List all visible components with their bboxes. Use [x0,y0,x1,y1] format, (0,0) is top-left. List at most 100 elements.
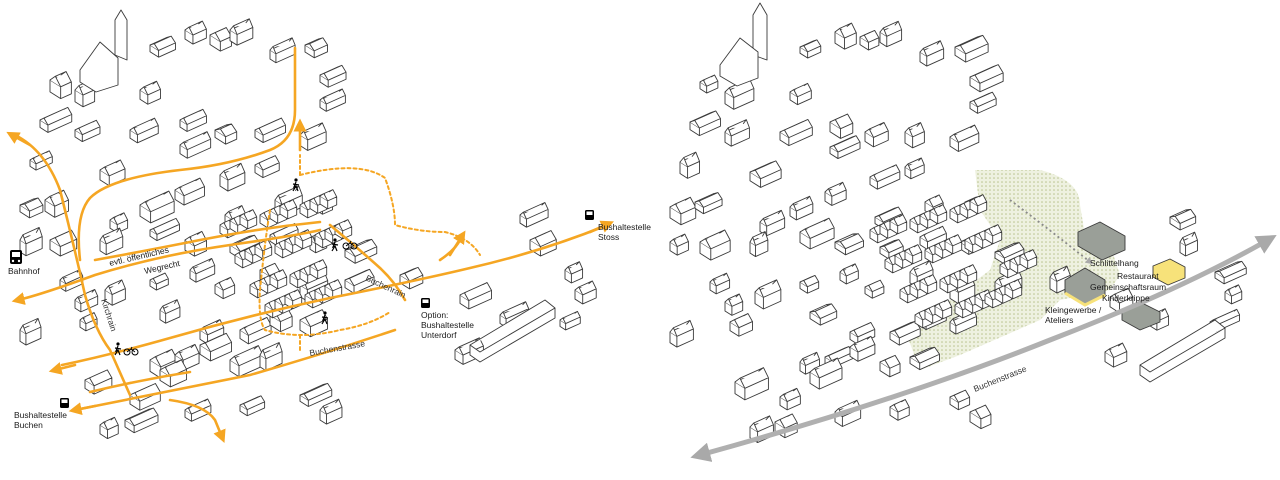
building [864,124,889,148]
building-roof [519,202,549,220]
label-gemeinschaftsraum: Gemeinschaftsraum [1090,282,1166,292]
bus-icon [585,210,594,220]
building-roof [919,40,945,57]
building-roof [139,190,175,212]
label-buchen-1: Bushaltestelle [14,410,67,420]
building-roof [859,29,880,43]
right-buildings [669,20,1247,444]
routes [6,46,614,444]
building-roof [139,80,161,96]
building-roof [879,20,903,37]
building-roof [269,269,288,282]
building-roof [279,199,298,212]
building [789,199,814,221]
building-roof [789,82,812,97]
building-roof [74,119,101,135]
building-roof [179,131,212,150]
building-roof [214,123,238,137]
building-roof [159,359,187,377]
label-kleingewerbe-2: Ateliers [1045,315,1073,325]
building-roof [824,181,847,197]
building-roof [564,261,584,275]
building-roof [969,91,997,108]
bicycle-icon [123,346,139,356]
label-schlittelhang: Schlittelhang [1090,258,1139,268]
building-roof [319,189,338,202]
label-buchen-2: Buchen [14,420,43,430]
building-roof [269,37,296,54]
bus-icon [60,398,69,408]
building [99,232,124,256]
label-stoss-2: Stoss [598,232,619,242]
building-roof [219,162,246,181]
building-roof [299,309,328,327]
building-roof [19,197,44,212]
building-roof [889,214,908,227]
building-roof [319,88,346,105]
building-roof [179,108,207,125]
building-roof [124,407,159,427]
pedestrian-icon [331,238,339,252]
building-roof [1169,208,1197,224]
building [919,43,945,67]
building-roof [19,227,43,244]
building-roof [239,209,258,222]
label-buchenstrasse-left: Buchenstrasse [309,338,366,358]
building-roof [309,259,328,272]
building-roof [174,177,205,196]
building-roof [39,106,73,126]
label-kinderkrippe: Kinderkrippe [1102,293,1150,303]
building-roof [229,18,254,35]
building-roof [869,164,901,182]
building [469,299,556,363]
label-kleingewerbe-1: Kleingewerbe / [1045,305,1102,315]
bus-icon [421,298,430,308]
building-roof [689,110,721,129]
label-option-1: Option: [421,310,448,320]
label-restaurant: Restaurant [1117,271,1159,281]
building-roof [669,233,689,247]
building-roof [319,398,343,415]
building-roof [319,64,347,81]
building-roof [104,279,126,295]
main-road-arrow [690,235,1277,462]
building-roof [304,37,328,52]
church-icon [79,9,128,93]
building [724,82,755,110]
building-roof [334,219,353,232]
building-roof [459,282,492,301]
building-roof [149,272,169,285]
building-roof [199,332,232,352]
building-roof [749,160,782,179]
building-roof [949,124,980,143]
building [319,402,343,425]
bicycle-icon [342,240,358,250]
building-roof [699,74,719,87]
building-roof [239,316,272,336]
pedestrian-icon [292,178,300,192]
building-roof [399,266,424,282]
building-roof [834,22,857,39]
building-roof [99,159,126,177]
building-roof [924,194,944,208]
train-icon [10,250,22,264]
building-roof [344,268,375,286]
building-roof [239,395,266,410]
building-roof [254,117,286,136]
building-roof [984,224,1003,237]
building-roof [779,119,813,138]
right-panel: Schlittelhang Restaurant Gemeinschaftsra… [669,2,1277,462]
building-roof [679,151,700,167]
building [574,283,597,305]
label-bahnhof: Bahnhof [8,266,40,276]
building-roof [874,206,903,223]
building-roof [99,416,119,430]
pedestrian-icon [114,342,122,356]
building-roof [19,317,42,334]
label-option-3: Unterdorf [421,330,457,340]
building [219,166,246,192]
building-roof [214,276,236,291]
building-roof [284,289,303,302]
left-panel: Bahnhof evtl. öffentliches Wegrecht Kirc… [6,9,651,444]
